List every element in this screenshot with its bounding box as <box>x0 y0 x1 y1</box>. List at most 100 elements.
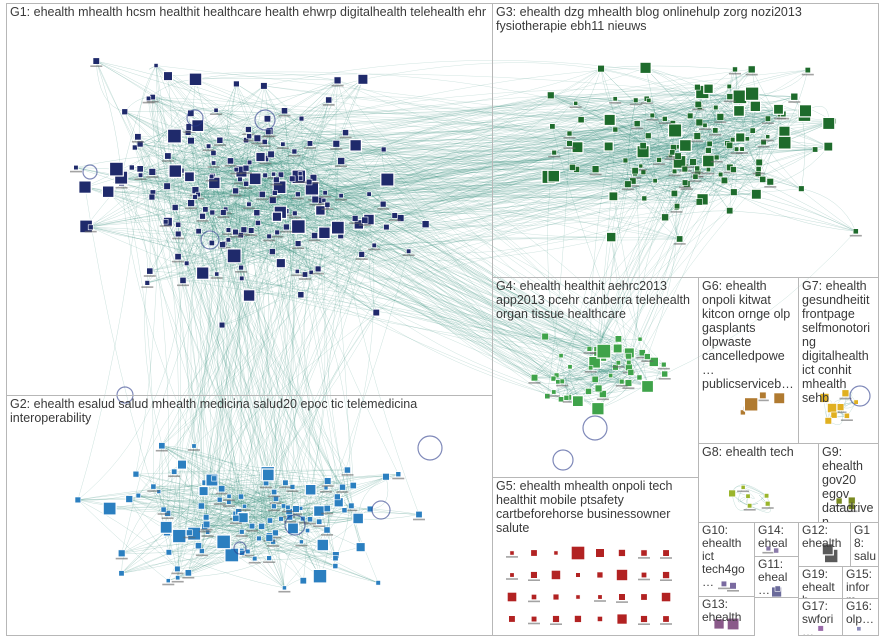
node-g2[interactable] <box>256 535 262 542</box>
node-g3[interactable] <box>755 158 763 167</box>
node-g4[interactable] <box>541 332 549 341</box>
node-g7[interactable] <box>819 392 830 404</box>
node-g3[interactable] <box>734 132 746 143</box>
node-g2[interactable] <box>323 505 331 512</box>
node-g1[interactable] <box>371 242 377 248</box>
node-g2[interactable] <box>184 569 192 577</box>
node-g3[interactable] <box>603 113 616 127</box>
node-g1[interactable] <box>291 148 298 155</box>
node-g4[interactable] <box>644 353 651 360</box>
node-g1[interactable] <box>248 227 255 234</box>
node-g2[interactable] <box>272 529 279 537</box>
node-g2[interactable] <box>150 483 157 490</box>
node-g8[interactable] <box>745 493 751 499</box>
node-g1[interactable] <box>280 141 286 147</box>
node-g2[interactable] <box>323 526 331 534</box>
node-g2[interactable] <box>305 528 310 534</box>
node-g3[interactable] <box>713 154 720 161</box>
node-g2[interactable] <box>159 520 173 534</box>
node-g1[interactable] <box>321 197 327 203</box>
node-g3[interactable] <box>678 139 692 153</box>
node-g1[interactable] <box>199 213 206 220</box>
node-g4[interactable] <box>555 379 561 385</box>
node-g2[interactable] <box>238 493 244 500</box>
node-g5[interactable] <box>553 550 559 556</box>
node-g2[interactable] <box>332 563 339 569</box>
node-g1[interactable] <box>258 191 266 198</box>
node-g5[interactable] <box>508 615 516 623</box>
node-g1[interactable] <box>214 271 220 277</box>
node-g3[interactable] <box>638 163 644 169</box>
node-g1[interactable] <box>271 211 283 223</box>
group-panel-g8[interactable]: G8: ehealth tech <box>698 443 819 523</box>
node-g1[interactable] <box>162 70 174 82</box>
node-g3[interactable] <box>713 104 719 111</box>
node-g1[interactable] <box>292 210 298 216</box>
node-g9[interactable] <box>835 497 843 505</box>
node-g1[interactable] <box>288 175 296 182</box>
node-g3[interactable] <box>612 126 619 133</box>
group-panel-g4[interactable]: G4: ehealth healthit aehrc2013 app2013 p… <box>492 277 699 478</box>
node-g3[interactable] <box>822 116 836 131</box>
node-g5[interactable] <box>552 615 560 623</box>
node-g1[interactable] <box>108 161 124 177</box>
node-g1[interactable] <box>238 264 244 271</box>
node-g4[interactable] <box>636 374 643 381</box>
node-g3[interactable] <box>706 140 713 147</box>
node-g3[interactable] <box>644 132 652 140</box>
node-g4[interactable] <box>614 335 622 343</box>
node-g3[interactable] <box>669 149 676 156</box>
node-g3[interactable] <box>726 207 734 215</box>
node-g13[interactable] <box>726 617 740 631</box>
node-g1[interactable] <box>187 199 195 207</box>
node-g1[interactable] <box>271 171 276 177</box>
node-g2[interactable] <box>395 471 402 478</box>
node-g1[interactable] <box>322 190 328 196</box>
node-g1[interactable] <box>318 226 331 240</box>
node-g5[interactable] <box>509 572 515 578</box>
node-g3[interactable] <box>703 83 714 95</box>
node-g4[interactable] <box>637 336 643 342</box>
node-g2[interactable] <box>261 468 275 482</box>
node-g1[interactable] <box>332 140 340 148</box>
node-g2[interactable] <box>278 516 284 522</box>
node-g1[interactable] <box>297 291 305 299</box>
node-g1[interactable] <box>325 96 333 104</box>
node-g2[interactable] <box>299 539 304 545</box>
node-g3[interactable] <box>676 235 684 243</box>
node-g1[interactable] <box>179 276 187 284</box>
node-g3[interactable] <box>667 123 683 138</box>
node-g1[interactable] <box>73 165 79 171</box>
node-g2[interactable] <box>299 577 307 585</box>
node-g3[interactable] <box>729 137 736 143</box>
group-panel-g7[interactable]: G7: ehealth gesundheitit frontpage selfm… <box>798 277 879 444</box>
node-g1[interactable] <box>380 172 395 187</box>
node-g1[interactable] <box>101 185 115 199</box>
group-panel-g10[interactable]: G10: ehealth ict tech4go… <box>698 522 755 597</box>
group-panel-g18[interactable]: G18: salu… <box>850 522 879 567</box>
node-g2[interactable] <box>239 549 246 556</box>
node-g1[interactable] <box>208 240 215 246</box>
node-g3[interactable] <box>798 104 813 118</box>
node-g1[interactable] <box>164 152 172 160</box>
node-g3[interactable] <box>597 65 605 73</box>
node-g14[interactable] <box>773 547 779 554</box>
node-g2[interactable] <box>252 555 258 562</box>
node-g3[interactable] <box>747 65 756 74</box>
node-g3[interactable] <box>732 104 745 117</box>
node-g3[interactable] <box>661 116 668 122</box>
node-g2[interactable] <box>339 483 346 491</box>
node-g4[interactable] <box>640 379 655 393</box>
node-g1[interactable] <box>218 321 226 329</box>
node-g3[interactable] <box>755 166 762 172</box>
node-g8[interactable] <box>764 500 771 507</box>
node-g3[interactable] <box>692 173 699 180</box>
node-g1[interactable] <box>237 176 243 182</box>
node-g1[interactable] <box>290 219 306 234</box>
node-g1[interactable] <box>225 227 232 233</box>
node-g4[interactable] <box>585 388 592 395</box>
node-g3[interactable] <box>694 100 702 108</box>
node-g1[interactable] <box>146 95 152 101</box>
node-g2[interactable] <box>286 513 293 521</box>
node-g2[interactable] <box>316 538 330 552</box>
